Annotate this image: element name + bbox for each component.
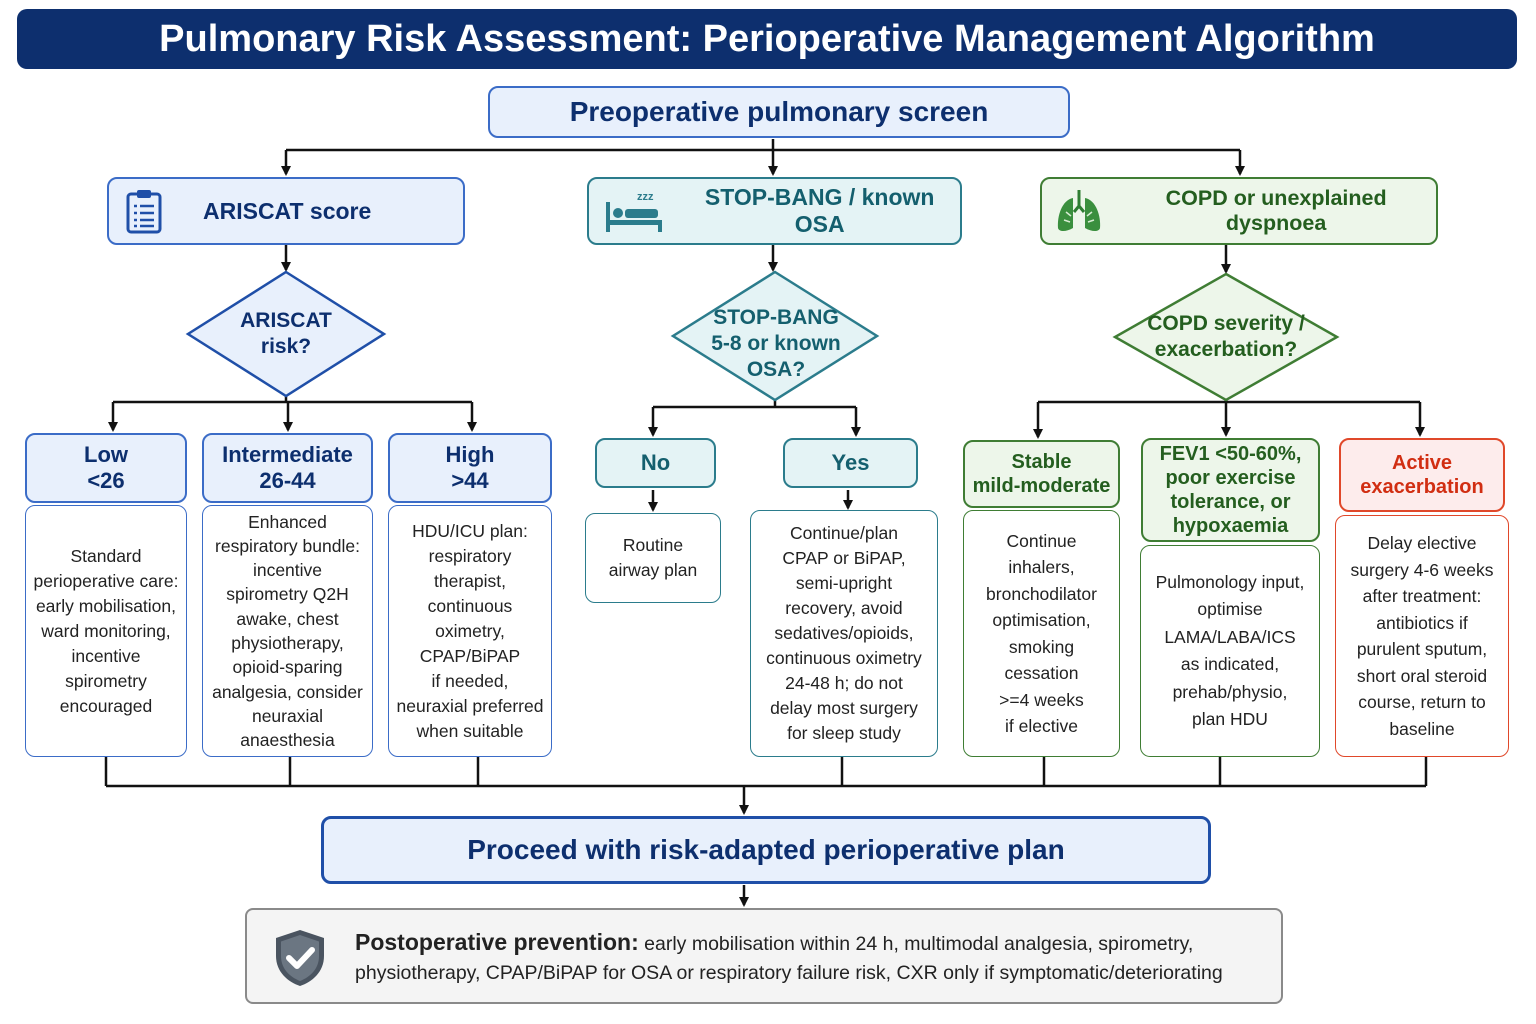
lungs-icon [1042, 188, 1116, 234]
high-risk-card: HDU/ICU plan: respiratory therapist, con… [388, 505, 552, 757]
low-risk-header: Low <26 [25, 433, 187, 503]
postoperative-heading: Postoperative prevention: [355, 929, 639, 955]
active-exacerbation-header: Active exacerbation [1339, 438, 1505, 512]
no-branch-text: Routine airway plan [608, 535, 698, 580]
copd-node: COPD or unexplained dyspnoea [1040, 177, 1438, 245]
stopbang-decision-text: STOP-BANG 5-8 or known OSA? [711, 306, 841, 381]
postoperative-prevention-box: Postoperative prevention: early mobilisa… [245, 908, 1283, 1004]
shield-check-icon [274, 928, 326, 993]
copd-label: COPD or unexplained dyspnoea [1165, 186, 1387, 235]
active-exacerbation-text: Delay elective surgery 4-6 weeks after t… [1350, 533, 1494, 739]
severe-copd-header: FEV1 <50-60%, poor exercise tolerance, o… [1141, 438, 1320, 542]
ariscat-decision-diamond [185, 270, 387, 398]
severe-copd-text: Pulmonology input, optimise LAMA/LABA/IC… [1155, 571, 1305, 730]
postoperative-prevention-text: Postoperative prevention: early mobilisa… [355, 928, 1275, 988]
copd-decision-text: COPD severity / exacerbation? [1147, 312, 1305, 361]
ariscat-score-node: ARISCAT score [107, 177, 465, 245]
intermediate-risk-card: Enhanced respiratory bundle: incentive s… [202, 505, 373, 757]
no-branch-header: No [595, 438, 716, 488]
sleeping-bed-icon: zzz [589, 188, 679, 234]
high-risk-header: High >44 [388, 433, 552, 503]
yes-branch-text: Continue/plan CPAP or BiPAP, semi-uprigh… [766, 523, 922, 743]
ariscat-score-label: ARISCAT score [203, 197, 372, 224]
stopbang-node: zzz STOP-BANG / known OSA [587, 177, 962, 245]
stable-copd-text: Continue inhalers, bronchodilator optimi… [986, 530, 1097, 737]
stopbang-label: STOP-BANG / known OSA [704, 184, 935, 237]
preoperative-screen-node: Preoperative pulmonary screen [488, 86, 1070, 138]
stopbang-decision-diamond [670, 270, 880, 402]
yes-branch-card: Continue/plan CPAP or BiPAP, semi-uprigh… [750, 510, 938, 757]
active-exacerbation-card: Delay elective surgery 4-6 weeks after t… [1335, 515, 1509, 757]
copd-decision-diamond [1112, 272, 1340, 402]
svg-text:zzz: zzz [637, 191, 654, 203]
stable-copd-card: Continue inhalers, bronchodilator optimi… [963, 510, 1120, 757]
page-title: Pulmonary Risk Assessment: Perioperative… [17, 9, 1517, 69]
clipboard-icon [109, 188, 179, 234]
yes-branch-header: Yes [783, 438, 918, 488]
no-branch-card: Routine airway plan [585, 513, 721, 603]
stable-copd-header: Stable mild-moderate [963, 440, 1120, 508]
ariscat-decision-text: ARISCAT risk? [240, 309, 332, 358]
low-risk-card: Standard perioperative care: early mobil… [25, 505, 187, 757]
postoperative-body: early mobilisation within 24 h, multimod… [355, 933, 1223, 984]
low-risk-text: Standard perioperative care: early mobil… [33, 545, 179, 716]
severe-copd-card: Pulmonology input, optimise LAMA/LABA/IC… [1140, 545, 1320, 757]
intermediate-risk-text: Enhanced respiratory bundle: incentive s… [212, 511, 363, 751]
proceed-plan-node: Proceed with risk-adapted perioperative … [321, 816, 1211, 884]
high-risk-text: HDU/ICU plan: respiratory therapist, con… [396, 520, 544, 741]
intermediate-risk-header: Intermediate 26-44 [202, 433, 373, 503]
